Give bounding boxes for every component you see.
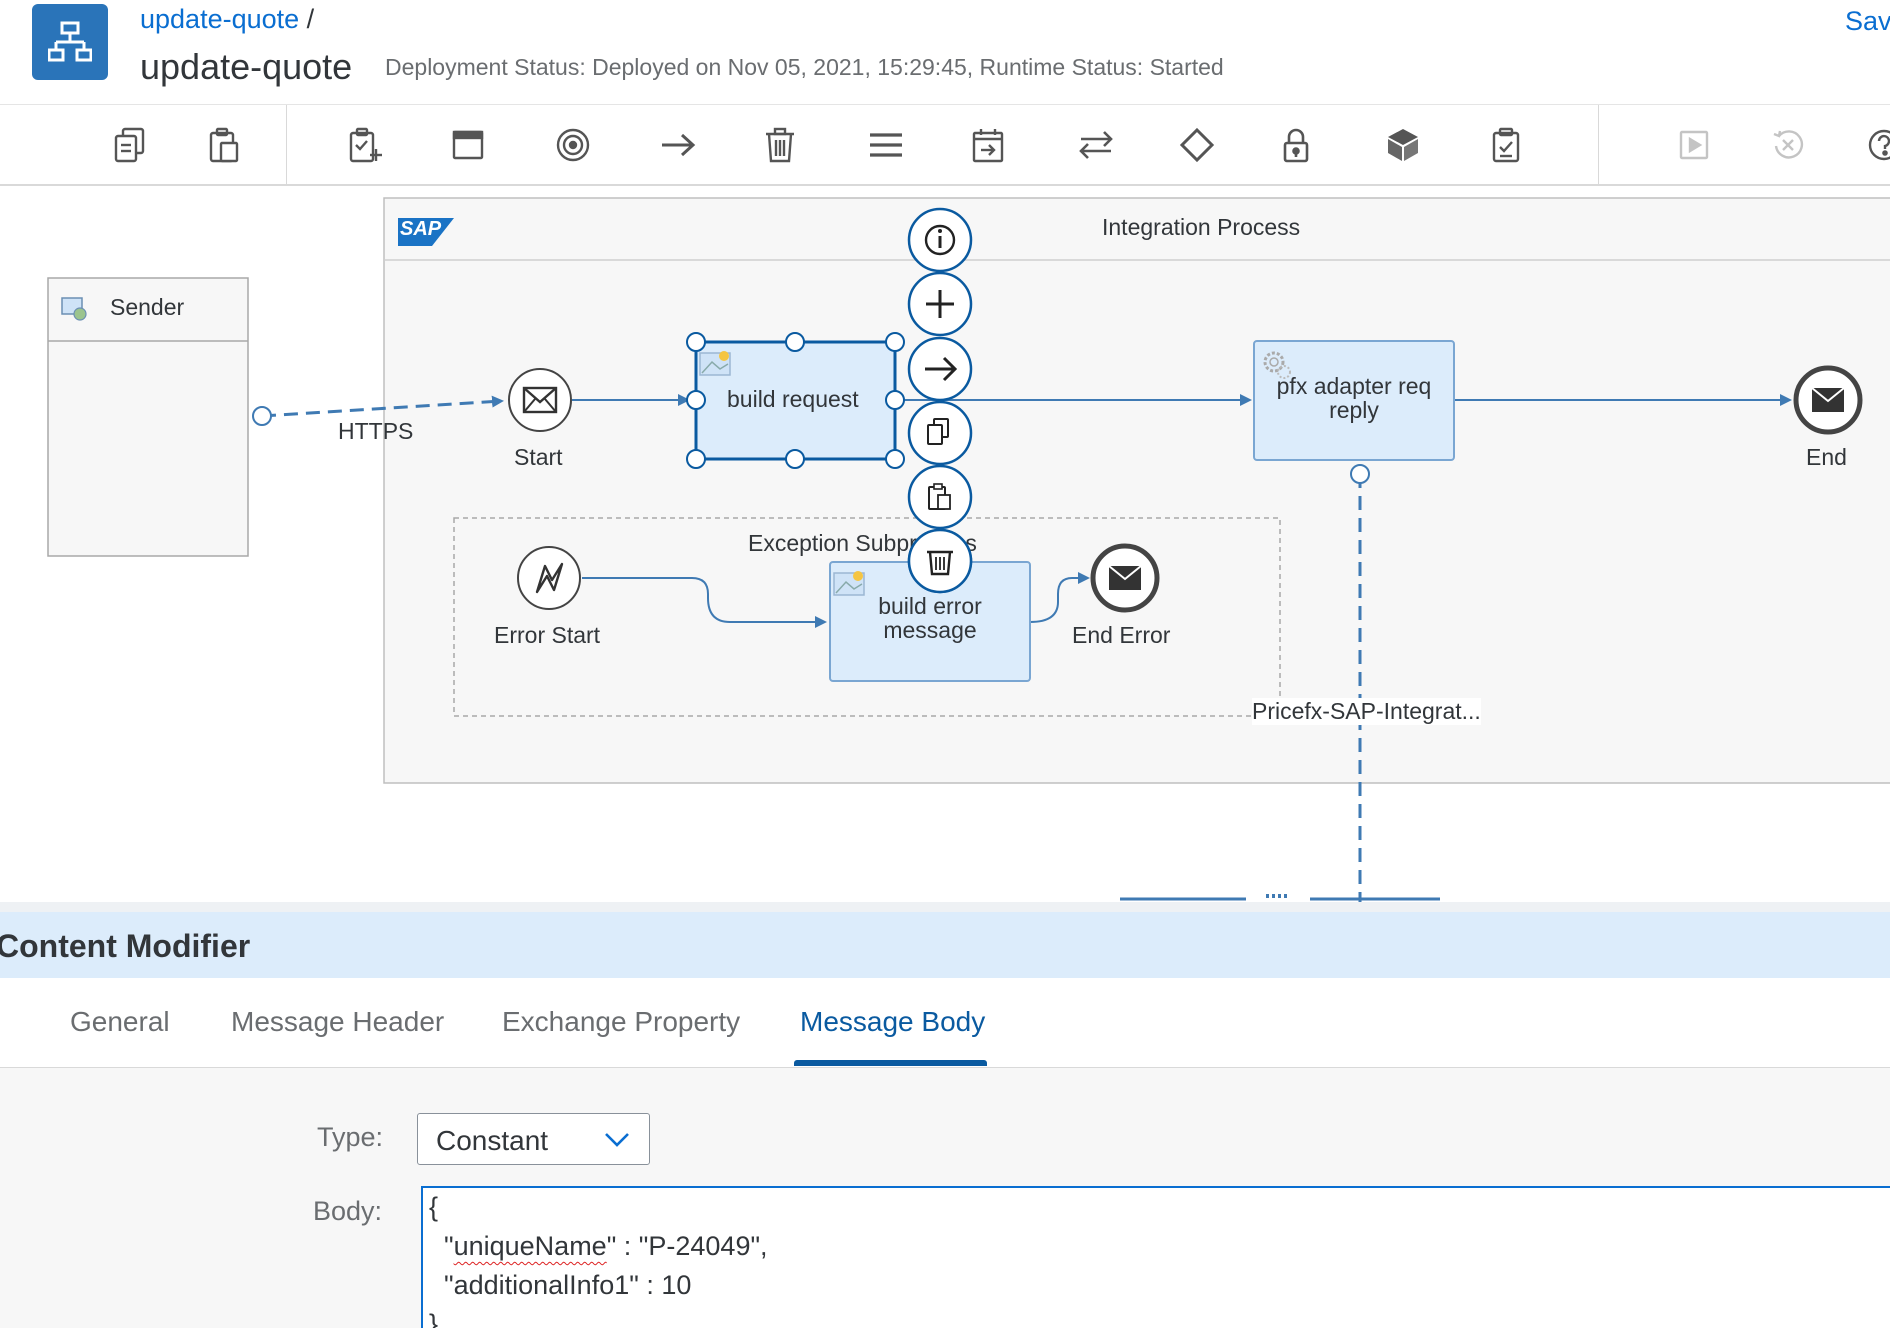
content-modifier-icon (833, 571, 865, 596)
integration-process-label: Integration Process (1102, 214, 1301, 240)
active-tab-indicator (794, 1060, 987, 1066)
start-label: Start (514, 444, 563, 470)
https-connection[interactable] (261, 395, 504, 418)
envelope-icon (522, 386, 558, 414)
code-line: "uniqueName" : "P-24049", (429, 1231, 768, 1262)
arrow-right-icon[interactable] (656, 123, 700, 167)
run-icon[interactable] (1672, 123, 1716, 167)
envelope-filled-icon (1811, 387, 1845, 412)
spellcheck-word: uniqueName (453, 1231, 607, 1261)
splitter-handle[interactable] (1266, 894, 1287, 898)
cube-icon[interactable] (1381, 123, 1425, 167)
paste-icon[interactable] (907, 464, 973, 530)
save-button[interactable]: Sav (1845, 6, 1890, 36)
sender-label: Sender (110, 294, 185, 320)
start-event[interactable] (508, 368, 572, 432)
panel-header: Content Modifier (0, 912, 1890, 978)
panel-splitter[interactable] (0, 902, 1890, 912)
breadcrumb: update-quote / (140, 4, 314, 35)
code-line: { (429, 1192, 439, 1222)
build-error-label: build error message (878, 593, 982, 643)
receiver-label: Pricefx-SAP-Integrat... (1252, 698, 1481, 725)
undo-icon[interactable] (1766, 123, 1810, 167)
type-select[interactable]: Constant (417, 1113, 650, 1165)
delete-icon[interactable] (905, 526, 975, 596)
body-label: Body: (313, 1196, 383, 1226)
diagram-svg (47, 197, 1890, 902)
header: update-quote / update-quote Deployment S… (0, 0, 1890, 104)
sap-logo (398, 218, 454, 246)
target-icon[interactable] (551, 123, 595, 167)
add-task-icon[interactable] (343, 123, 387, 167)
https-label: HTTPS (338, 418, 414, 444)
end-error-label: End Error (1072, 622, 1171, 648)
message-body-form: Type: Constant Body: { "uniqueName" : "P… (0, 1068, 1890, 1328)
help-icon[interactable] (1862, 123, 1890, 167)
sender-system-icon (61, 297, 87, 321)
gear-icon (1263, 351, 1291, 379)
breadcrumb-link[interactable]: update-quote (140, 4, 300, 34)
calendar-icon[interactable] (966, 123, 1010, 167)
info-icon[interactable] (907, 207, 973, 273)
copy-icon[interactable] (907, 400, 973, 466)
content-modifier-icon (699, 351, 731, 376)
sequence-flow[interactable] (1029, 572, 1090, 623)
type-select-value: Constant (436, 1125, 549, 1156)
selection-handles[interactable] (686, 332, 905, 469)
tab-exchange-property[interactable]: Exchange Property (502, 1006, 741, 1037)
code-token: " (429, 1231, 454, 1261)
copy-icon[interactable] (108, 123, 152, 167)
page-title: update-quote (140, 46, 353, 87)
delete-icon[interactable] (758, 123, 802, 167)
lightning-icon (535, 562, 564, 594)
deployment-status: Deployment Status: Deployed on Nov 05, 2… (385, 54, 1224, 80)
toolbar-separator (286, 105, 287, 185)
swap-icon[interactable] (1074, 123, 1118, 167)
lock-icon[interactable] (1274, 123, 1318, 167)
menu-icon[interactable] (864, 123, 908, 167)
pfx-adapter-step[interactable] (1253, 340, 1455, 461)
tab-general[interactable]: General (70, 1006, 170, 1037)
clipboard-check-icon[interactable] (1484, 123, 1528, 167)
body-textarea[interactable]: { "uniqueName" : "P-24049", "additionalI… (421, 1186, 1890, 1328)
context-pad (907, 207, 973, 594)
tab-bar: General Message Header Exchange Property… (0, 978, 1890, 1068)
breadcrumb-separator: / (299, 4, 315, 34)
build-request-label: build request (727, 386, 859, 412)
code-line: "additionalInfo1" : 10 (429, 1270, 692, 1300)
integration-flow-icon (32, 4, 108, 80)
code-line: } (429, 1309, 439, 1328)
error-start-label: Error Start (494, 622, 601, 648)
window-icon[interactable] (446, 123, 490, 167)
tab-message-header[interactable]: Message Header (231, 1006, 445, 1037)
tab-message-body[interactable]: Message Body (800, 1006, 986, 1037)
pfx-adapter-label: pfx adapter req reply (1276, 373, 1432, 423)
sap-logo-text: SAP (400, 218, 442, 240)
paste-icon[interactable] (202, 123, 246, 167)
toolbar-separator (1598, 105, 1599, 185)
diamond-icon[interactable] (1175, 123, 1219, 167)
sequence-flow[interactable] (582, 577, 827, 628)
sender-participant[interactable] (47, 277, 249, 557)
toolbar (0, 104, 1890, 186)
code-token: " : "P-24049", (606, 1231, 768, 1261)
end-label: End (1806, 444, 1847, 470)
connect-arrow-icon[interactable] (907, 336, 973, 402)
type-label: Type: (317, 1122, 384, 1152)
envelope-filled-icon (1108, 565, 1142, 590)
diagram-canvas[interactable]: SAP Sender HTTPS Integration Process Sta… (0, 186, 1890, 902)
chevron-down-icon (603, 1128, 631, 1155)
panel-title: Content Modifier (0, 928, 251, 964)
add-icon[interactable] (907, 271, 973, 337)
